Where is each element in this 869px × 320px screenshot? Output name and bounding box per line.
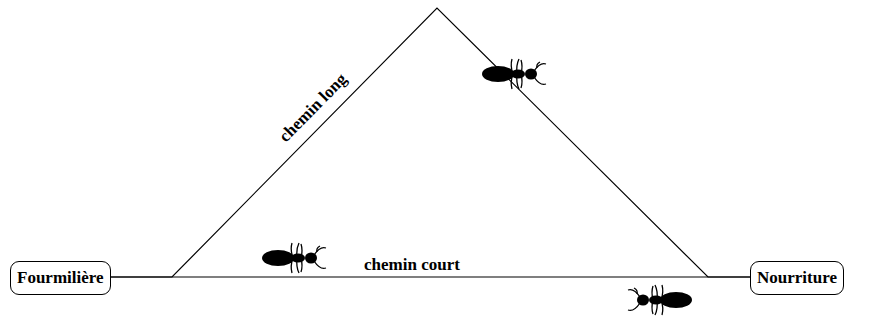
box-label: Nourriture xyxy=(757,268,837,288)
box-label: Fourmilière xyxy=(17,268,104,288)
ant xyxy=(262,243,326,273)
path-line xyxy=(111,8,750,277)
path-line xyxy=(111,276,750,277)
edge-label: chemin court xyxy=(362,255,462,275)
ant xyxy=(628,285,692,315)
terminal-box: Fourmilière xyxy=(10,261,111,295)
terminal-box: Nourriture xyxy=(750,261,844,295)
edge-label: chemin long xyxy=(273,69,352,149)
